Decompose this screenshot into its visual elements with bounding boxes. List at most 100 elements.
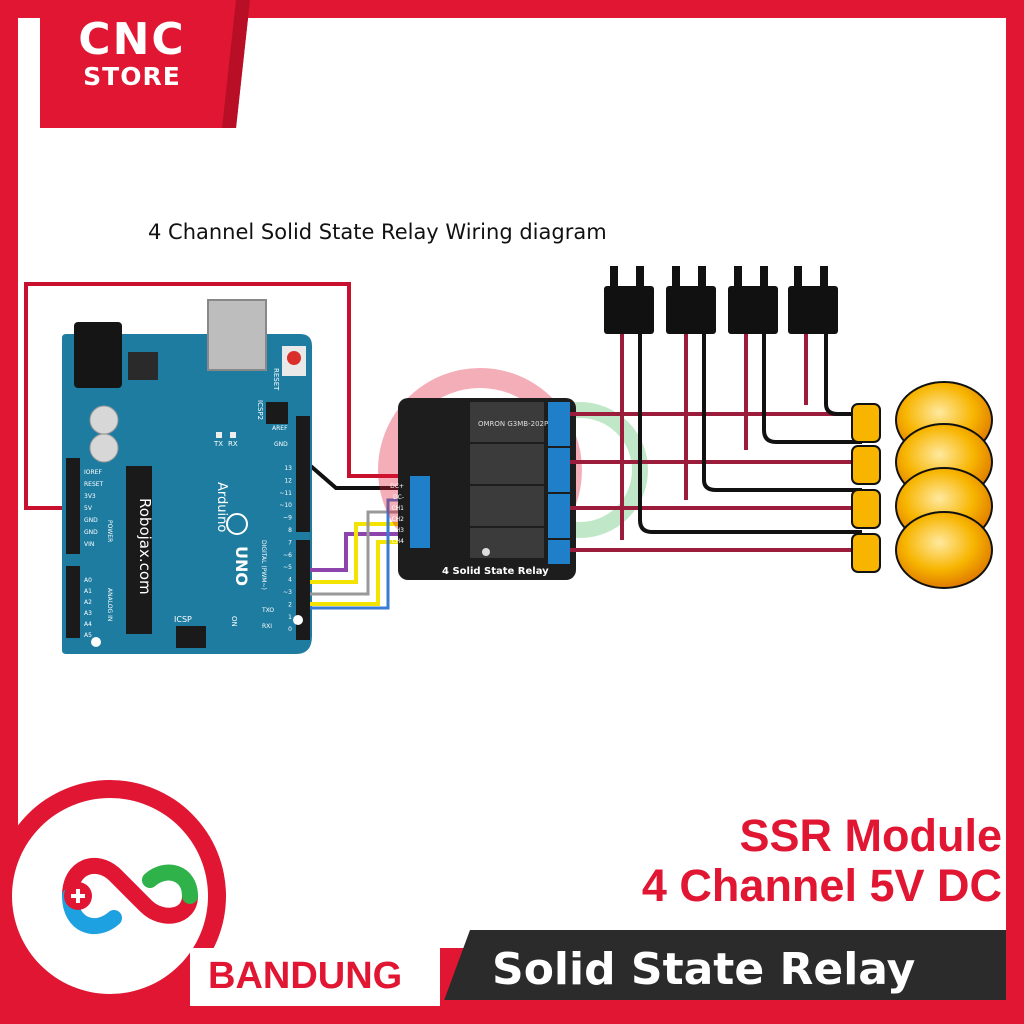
- digital-pin-label: ~5: [283, 564, 292, 571]
- ssr-1: [470, 402, 544, 442]
- relay-input-label: DC-: [393, 494, 404, 501]
- product-subtitle: 4 Channel 5V DC: [641, 860, 1002, 911]
- footer-title: Solid State Relay: [492, 944, 916, 995]
- input-terminal: [410, 476, 430, 548]
- relay-input-label: CH3: [391, 527, 404, 534]
- infinity-logo-icon: [62, 858, 198, 934]
- wire-5v-red: [24, 282, 410, 510]
- capacitor-1: [89, 405, 119, 435]
- brand-logo: CNC STORE: [62, 14, 202, 91]
- board-label: Robojax.com: [136, 498, 154, 595]
- wire-ch-purple-1: [310, 532, 410, 572]
- ssr-3: [470, 486, 544, 526]
- analog-pin-label: A3: [84, 610, 92, 617]
- analog-header: [66, 566, 80, 638]
- relay-input-label: DC+: [390, 483, 404, 490]
- arduino-board: RESET Robojax.com Arduino UNO ICSP2 ICSP…: [62, 299, 312, 654]
- power-header: [66, 458, 80, 554]
- status-led: [482, 548, 490, 556]
- icsp2-label: ICSP2: [256, 400, 264, 420]
- power-label: POWER: [106, 520, 113, 542]
- brand-line2: STORE: [83, 62, 181, 91]
- voltage-regulator: [128, 352, 158, 380]
- power-pin-label: RESET: [84, 481, 104, 488]
- logo-block-shadow: [222, 0, 250, 128]
- output-terminal-3: [548, 494, 570, 538]
- digital-pin-label: 7: [288, 539, 292, 546]
- on-label: ON: [230, 616, 238, 627]
- rx-led: [230, 432, 236, 438]
- digital-label: DIGITAL (PWM~): [260, 540, 267, 590]
- power-pin-label: GND: [84, 517, 98, 524]
- ssr-2: [470, 444, 544, 484]
- digital-pin-label: ~6: [283, 552, 292, 559]
- gnd-label: GND: [274, 441, 288, 448]
- bulb-icon: [851, 381, 993, 589]
- digital-header-top: [296, 416, 310, 532]
- analog-pin-label: A1: [84, 588, 92, 595]
- footer-ribbon-edge: [430, 1000, 1006, 1006]
- digital-pin-label: ~10: [279, 502, 292, 509]
- capacitor-2: [89, 433, 119, 463]
- product-title: SSR Module: [739, 810, 1002, 861]
- power-pin-label: VIN: [84, 541, 94, 548]
- analog-label: ANALOG IN: [106, 588, 113, 621]
- rx-label: RX: [228, 440, 238, 448]
- power-pin-label: GND: [84, 529, 98, 536]
- wire-ch-yellow-2: [310, 540, 410, 606]
- relay-input-label: CH2: [391, 516, 404, 523]
- power-pin-labels: IOREF RESET 3V3 5V GND GND VIN: [84, 469, 104, 548]
- dc-jack: [74, 322, 122, 388]
- tx-led: [216, 432, 222, 438]
- analog-pin-label: A5: [84, 632, 92, 639]
- icsp-label: ICSP: [174, 615, 192, 624]
- reset-button-cap: [287, 351, 301, 365]
- icsp2-header: [266, 402, 288, 424]
- diagram-title: 4 Channel Solid State Relay Wiring diagr…: [148, 220, 607, 244]
- digital-pin-label: 0: [288, 626, 292, 633]
- ac-wiring: [570, 330, 866, 552]
- relay-input-label: CH4: [391, 538, 404, 545]
- ssr-4: [470, 528, 544, 558]
- arduino-logo-icon: [226, 513, 248, 535]
- digital-pin-label: 2: [288, 601, 292, 608]
- analog-pin-label: A4: [84, 621, 92, 628]
- digital-pin-label: 13: [284, 465, 292, 472]
- brand-line1: CNC: [78, 14, 186, 65]
- digital-pin-label: 4: [288, 577, 292, 584]
- mount-hole-2: [293, 615, 303, 625]
- digital-pin-label: 12: [284, 477, 292, 484]
- digital-pin-label: ~11: [279, 490, 292, 497]
- output-terminal-2: [548, 448, 570, 492]
- usb-port: [207, 299, 267, 371]
- power-pin-label: IOREF: [84, 469, 102, 476]
- rxi-label: RXI: [262, 623, 272, 630]
- digital-header-bottom: [296, 540, 310, 640]
- arduino-label: Arduino: [214, 482, 229, 532]
- mount-hole-1: [91, 637, 101, 647]
- uno-label: UNO: [232, 546, 251, 586]
- relay-label: 4 Solid State Relay: [442, 566, 549, 577]
- relay-part-label: OMRON G3MB-202P: [478, 420, 548, 428]
- power-pin-label: 3V3: [84, 493, 96, 500]
- relay-input-label: CH1: [391, 505, 404, 512]
- txo-label: TXO: [261, 607, 274, 614]
- analog-pin-label: A0: [84, 577, 92, 584]
- brand-circle: [12, 798, 208, 994]
- output-terminal-4: [548, 540, 570, 564]
- plug-icon: [604, 266, 838, 334]
- digital-pin-label: 8: [288, 527, 292, 534]
- location-bar: [190, 948, 440, 1006]
- power-pin-label: 5V: [84, 505, 93, 512]
- digital-pin-label: ~9: [283, 515, 292, 522]
- logo-block: [40, 0, 250, 128]
- wire-ch-yellow-1: [310, 522, 410, 584]
- analog-pin-label: A2: [84, 599, 92, 606]
- footer-ribbon: [442, 930, 1006, 1006]
- tx-label: TX: [213, 440, 223, 448]
